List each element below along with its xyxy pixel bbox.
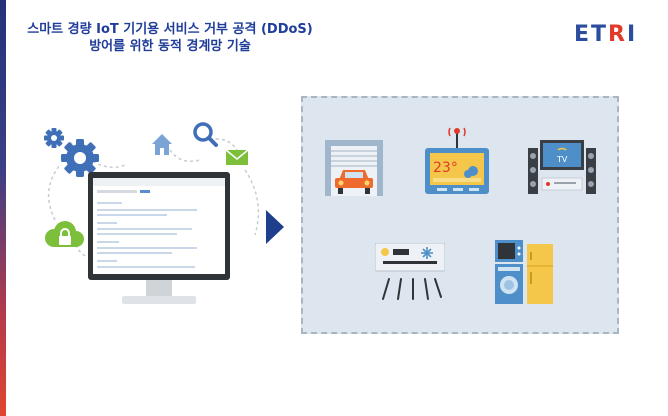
- home-icon: [152, 134, 172, 155]
- computer-monitor: [88, 172, 230, 304]
- connection-line: [169, 149, 201, 162]
- search-icon: [193, 122, 218, 147]
- page-title-line-2: 방어를 위한 동적 경계망 기술: [89, 39, 251, 54]
- iot-devices-panel: [301, 96, 619, 334]
- mail-icon: [225, 149, 249, 165]
- logo-text-r: R: [608, 22, 627, 47]
- network-illustration: [44, 122, 260, 304]
- kitchen-appliances-icon: [495, 240, 553, 304]
- garage-car-icon: [325, 140, 383, 196]
- right-arrow-icon: [266, 210, 284, 244]
- cloud-lock-icon: [45, 221, 84, 247]
- small-gear-icon: [44, 128, 64, 148]
- thermostat-temperature: 23°: [433, 160, 458, 176]
- tv-label: TV: [556, 155, 568, 164]
- gear-icon: [61, 139, 99, 177]
- logo-text-et: ET: [574, 22, 609, 47]
- air-conditioner-icon: [375, 243, 445, 300]
- home-theater-icon: TV: [528, 140, 596, 194]
- left-accent-bar: [0, 0, 6, 416]
- thermostat-icon: 23°: [425, 127, 489, 194]
- etri-logo: ETRI: [574, 22, 637, 47]
- page-title-line-1: 스마트 경량 IoT 기기용 서비스 거부 공격 (DDoS): [27, 22, 313, 37]
- logo-text-i: I: [627, 22, 638, 47]
- connection-line: [244, 169, 260, 236]
- connection-line: [47, 164, 61, 221]
